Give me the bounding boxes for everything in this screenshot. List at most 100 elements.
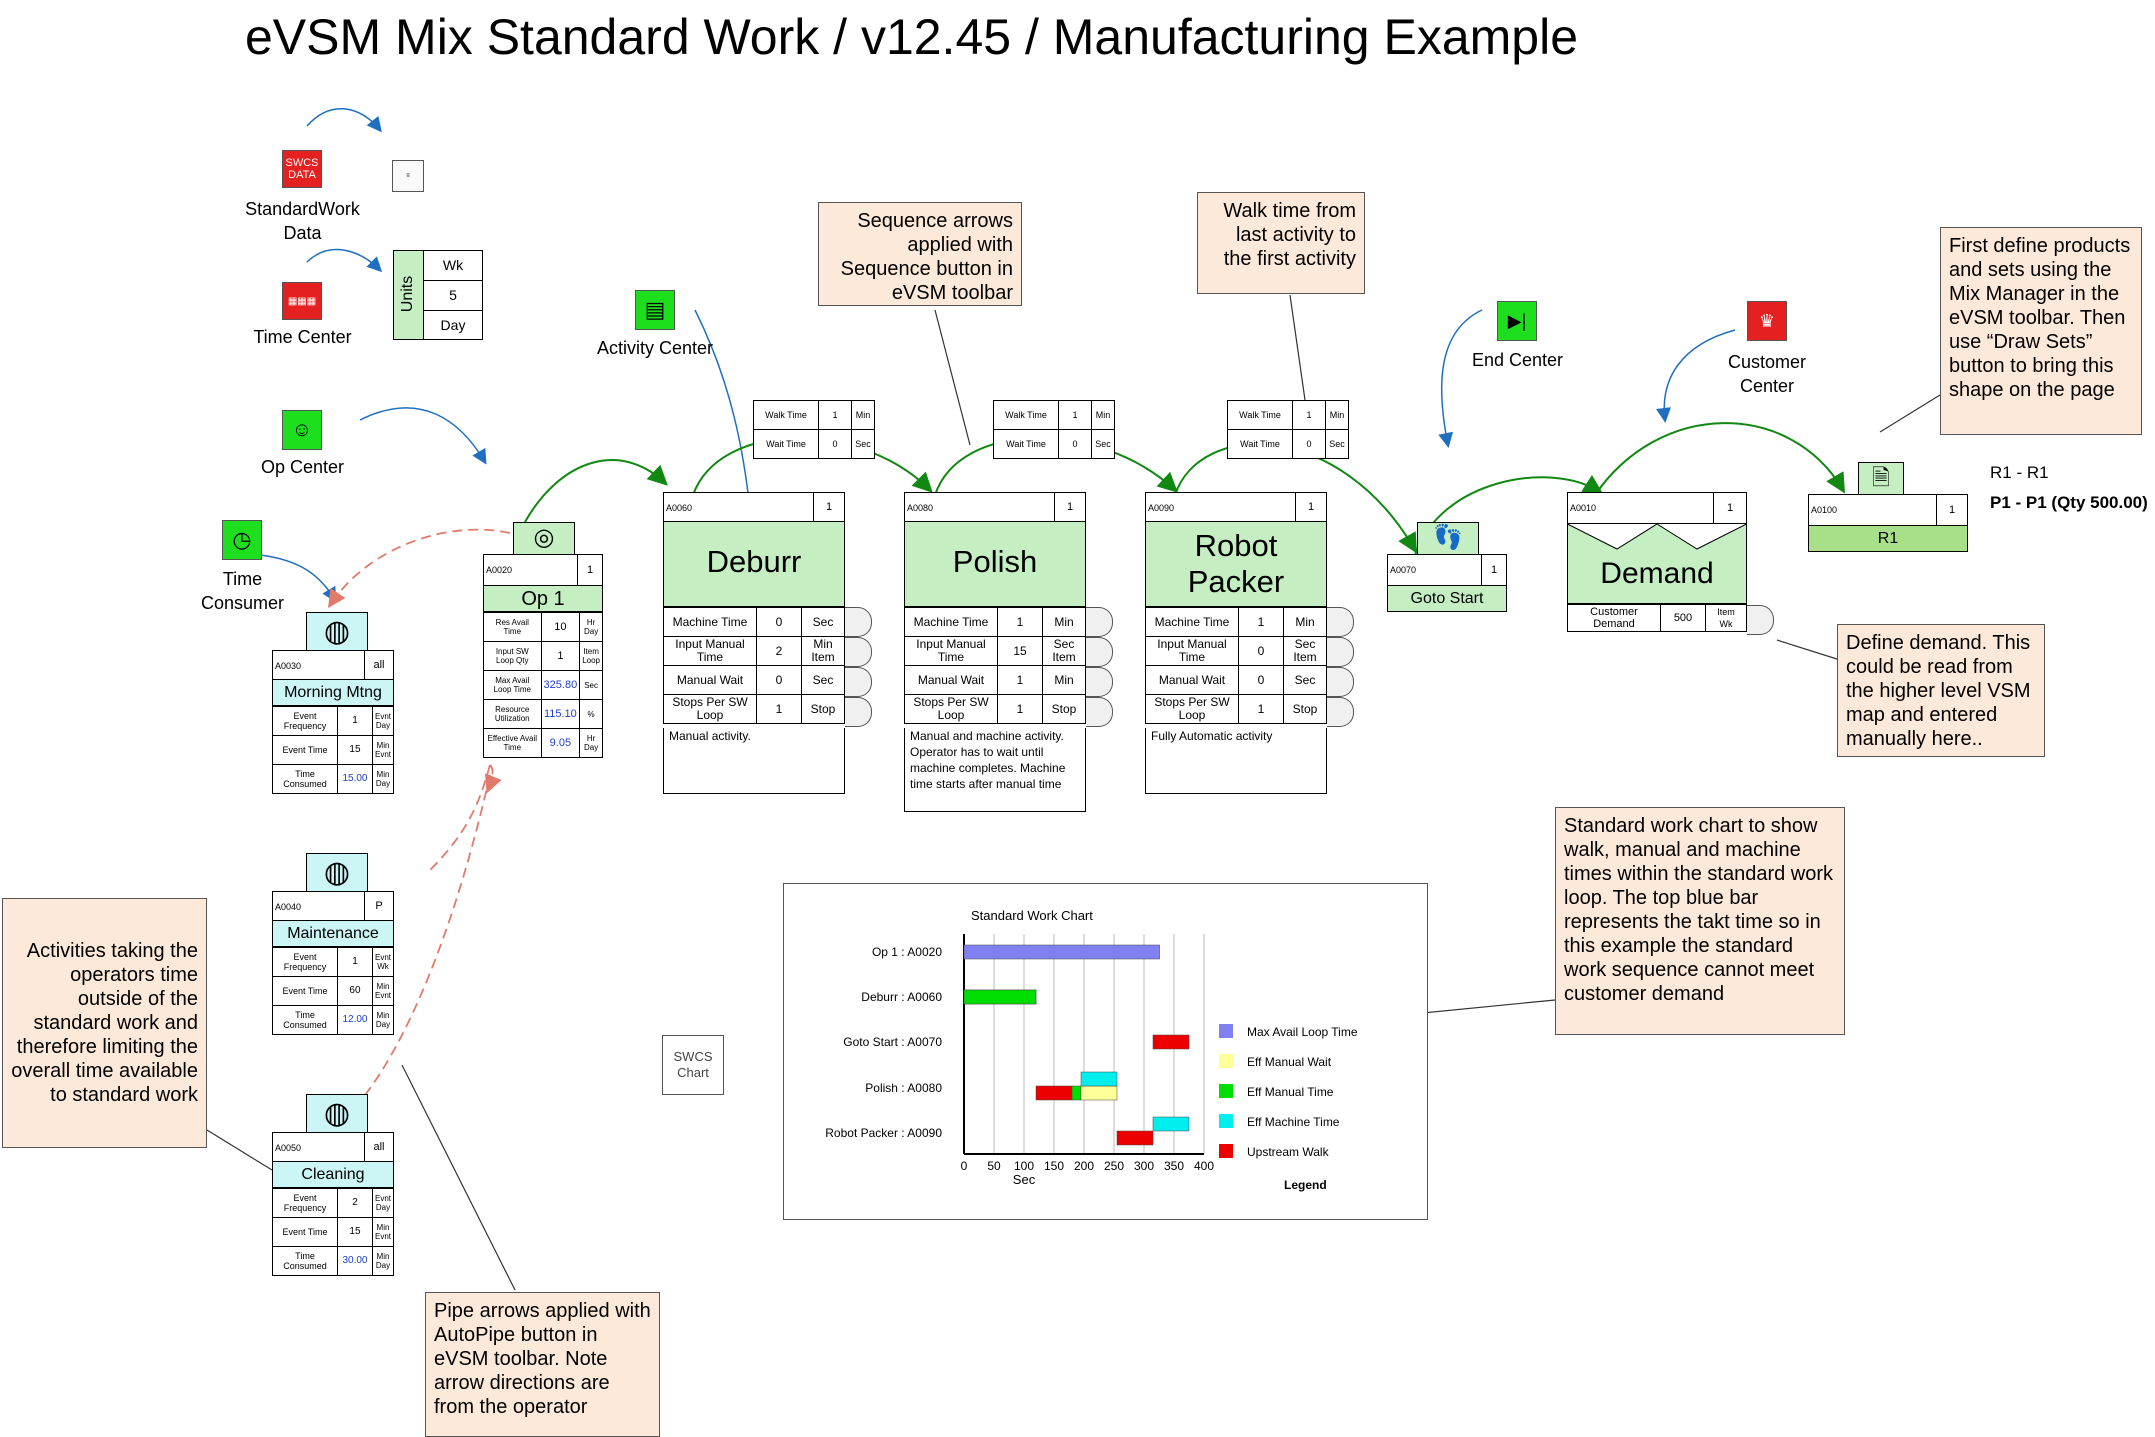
activity-row-label: Input Manual Time — [1157, 637, 1227, 664]
legend-swatch — [1219, 1054, 1233, 1068]
consumer-row-unit: Min Day — [375, 1252, 391, 1270]
consumer-name: Maintenance — [272, 921, 394, 947]
activity-connector — [1086, 607, 1113, 637]
r1-qty: 1 — [1936, 495, 1967, 525]
consumer-qty: all — [364, 1133, 393, 1161]
consumer-row-value: 15 — [349, 744, 361, 755]
end-icon[interactable]: ▶| — [1497, 301, 1537, 341]
op1-qty: 1 — [577, 555, 602, 585]
op-center-icon[interactable]: ☺ — [282, 410, 322, 450]
activity-row-unit: Sec — [812, 672, 834, 687]
pie-icon: ◍ — [306, 612, 368, 651]
consumer-row-value: 2 — [352, 1197, 358, 1208]
calculator-icon[interactable]: ▤ — [635, 290, 675, 330]
y-tick-label: Goto Start : A0070 — [843, 1035, 942, 1049]
chart-bar — [1116, 1130, 1154, 1146]
activity-row-value: 0 — [775, 673, 783, 687]
consumer-qty: P — [364, 892, 393, 920]
activity-row-label: Stops Per SW Loop — [672, 695, 748, 722]
page-title: eVSM Mix Standard Work / v12.45 / Manufa… — [245, 9, 1579, 65]
chart-bar — [963, 989, 1037, 1005]
activity-row-unit: Sec — [812, 614, 834, 629]
time-center-icon[interactable]: ▦▦▦ — [282, 282, 322, 320]
crown-icon[interactable]: ♛ — [1747, 301, 1787, 341]
op1-table: Res Avail Time 10 Hr Day Input SW Loop Qty 1… — [483, 612, 603, 758]
activity-qty: 1 — [813, 493, 844, 521]
activity-name: Robot Packer — [1145, 522, 1327, 607]
swcs-data-icon[interactable]: SWCS DATA — [282, 150, 322, 188]
demand-id: A0010 — [1570, 503, 1597, 513]
x-tick-label: 0 — [961, 1159, 968, 1173]
demand-crown-shape — [1567, 524, 1747, 604]
pipe-arrows — [328, 528, 511, 1096]
legend-label: Eff Manual Time — [1247, 1085, 1334, 1099]
clock-icon[interactable]: ◷ — [222, 520, 262, 560]
r1-id: A0100 — [1811, 505, 1838, 515]
chart-bar — [1152, 1034, 1190, 1050]
document-icon: 🗎 — [1858, 462, 1904, 495]
activity-connector — [1327, 637, 1354, 667]
walk-unit: Min — [1095, 410, 1111, 420]
consumer-row-label: Time Consumed — [283, 1251, 327, 1271]
operator-icon: ◎ — [513, 522, 575, 555]
op1-row-value: 325.80 — [543, 679, 578, 691]
consumer-row-label: Event Frequency — [283, 952, 327, 972]
activity-row-label: Stops Per SW Loop — [1154, 695, 1230, 722]
activity-row-unit: Stop — [1051, 701, 1077, 716]
op1-row-label: Res Avail Time — [495, 618, 529, 636]
consumer-name: Cleaning — [272, 1162, 394, 1188]
consumer-row-label: Event Frequency — [283, 711, 327, 731]
consumer-row-label: Time Consumed — [283, 769, 327, 789]
activity-row-value: 15 — [1013, 644, 1027, 658]
activity-row-label: Input Manual Time — [916, 637, 986, 664]
consumer-row-unit: Evnt Day — [374, 1194, 391, 1212]
walk-label: Wait Time — [766, 439, 806, 449]
op1-row-unit: Hr Day — [583, 734, 599, 752]
op1-row-value: 115.10 — [543, 708, 577, 720]
swcs-chart-icon[interactable]: SWCS Chart — [662, 1035, 724, 1095]
activity-row-unit: Sec — [1294, 672, 1316, 687]
walk-value: 1 — [1306, 410, 1312, 420]
activity-row-unit: Min — [1054, 614, 1074, 629]
activity-id: A0090 — [1148, 503, 1175, 513]
r1-shape[interactable]: 🗎 A0100 1 R1 — [1808, 462, 1968, 552]
x-tick-label: 350 — [1164, 1159, 1184, 1173]
op1-id: A0020 — [486, 565, 513, 575]
chart-bar — [1152, 1116, 1190, 1132]
activity-connector — [1327, 607, 1354, 637]
activity-row-label: Machine Time — [1154, 614, 1230, 629]
end-center-label: End Center — [1471, 350, 1564, 370]
pie-icon: ◍ — [306, 1094, 368, 1133]
activity-center-label: Activity Center — [596, 338, 714, 358]
activity-qty: 1 — [1054, 493, 1085, 521]
activity-row-value: 2 — [775, 644, 783, 658]
time-center-label: Time Center — [253, 327, 352, 347]
y-tick-label: Polish : A0080 — [865, 1081, 942, 1095]
demand-shape[interactable]: A0010 1 Demand Customer Demand 500 Item … — [1567, 492, 1774, 642]
consumer-id: A0030 — [275, 661, 302, 671]
activity-row-unit: Min Item — [811, 637, 835, 664]
activity-connector — [845, 697, 872, 727]
consumer-id: A0050 — [275, 1143, 302, 1153]
consumer-row-unit: Evnt Day — [374, 712, 391, 730]
legend-label: Eff Manual Wait — [1247, 1055, 1332, 1069]
op1-row-label: Input SW Loop Qty — [495, 647, 529, 665]
op1-row-value: 10 — [554, 621, 567, 633]
goto-start-shape[interactable]: 👣 A0070 1 Goto Start — [1387, 522, 1507, 612]
legend-swatch — [1219, 1024, 1233, 1038]
set-p1: P1 - P1 (Qty 500.00) — [1990, 493, 2148, 512]
